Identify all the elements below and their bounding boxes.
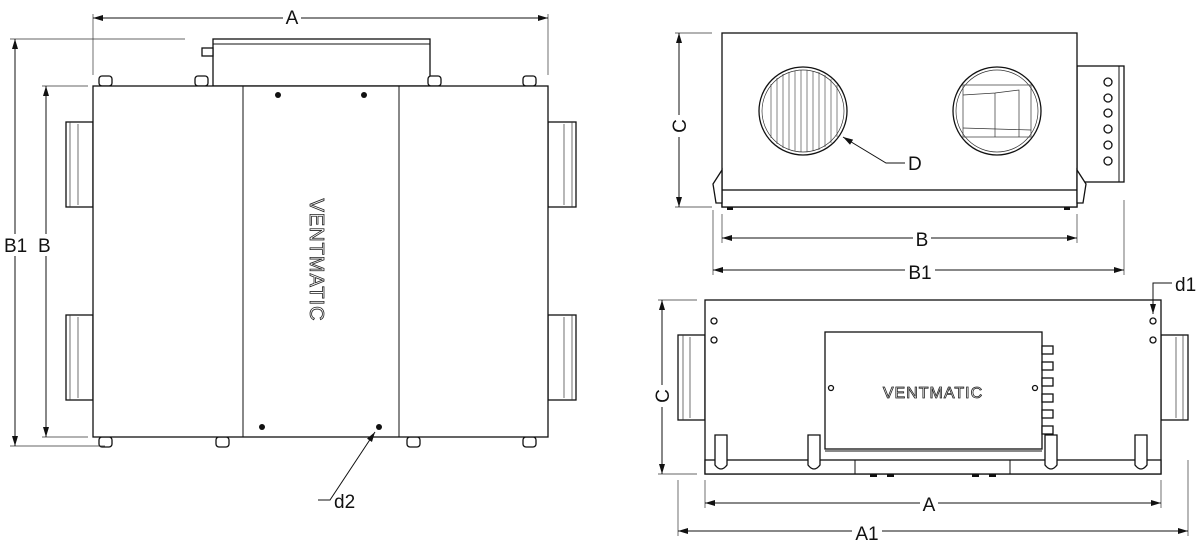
dimension-b-label: B (38, 236, 51, 257)
side-view: D C B B1 (670, 32, 1125, 284)
d-leader (842, 136, 905, 164)
base-frame-front (704, 459, 1162, 475)
dimension-a1-label: A1 (855, 524, 878, 545)
top-view: VENTMATIC A B1 B d2 (2, 6, 577, 513)
front-view: VENTMATIC d1 C A A1 (652, 275, 1196, 545)
dimension-a-front-label: A (923, 495, 936, 516)
duct-opening-fan (952, 66, 1042, 156)
dimension-a-label: A (286, 8, 299, 29)
brand-logo-front: VENTMATIC (883, 385, 983, 402)
base-frame (721, 189, 1078, 208)
unit-body (92, 85, 549, 438)
duct-connectors (65, 121, 577, 401)
dimension-c-front-label: C (653, 389, 674, 403)
control-panel (824, 331, 1043, 450)
dimension-b1-label: B1 (4, 236, 27, 257)
brand-logo: VENTMATIC (305, 198, 327, 321)
d2-label: d2 (334, 492, 355, 513)
top-service-box (212, 38, 431, 87)
mounting-holes (710, 317, 1157, 344)
dimension-c-side-label: C (670, 119, 691, 133)
d-label: D (908, 154, 922, 175)
electrical-box (1076, 65, 1125, 183)
duct-opening-grille (758, 66, 848, 156)
d1-leader (1150, 282, 1172, 314)
duct-connectors-front (677, 334, 1189, 421)
d2-leader (318, 431, 376, 501)
dimension-b-side-label: B (916, 230, 929, 251)
panel-connectors (1041, 345, 1054, 435)
cable-glands (1103, 77, 1113, 166)
dimension-b1-side-label: B1 (908, 263, 931, 284)
top-connector (201, 47, 214, 57)
d1-label: d1 (1175, 275, 1196, 296)
mounting-brackets (714, 434, 1148, 470)
screw-holes (259, 92, 382, 430)
